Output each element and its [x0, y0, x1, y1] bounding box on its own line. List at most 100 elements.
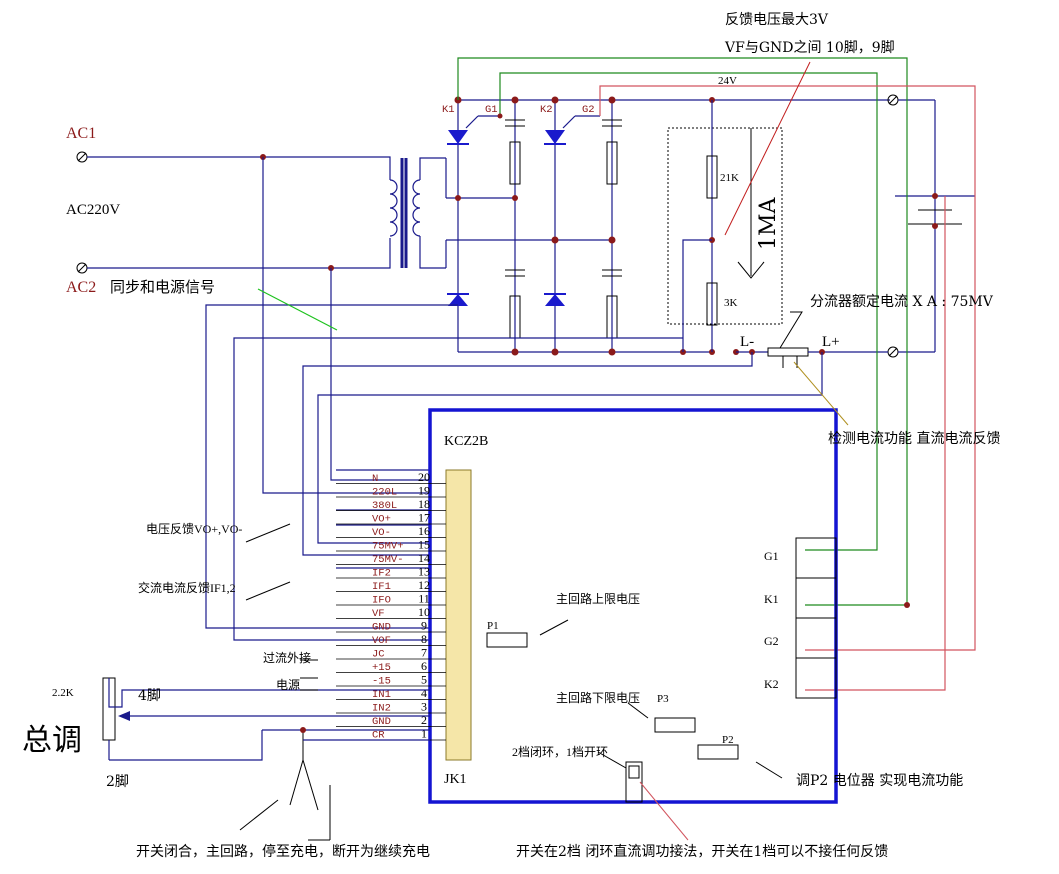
- jk1-pin-row: GND 9: [336, 619, 446, 634]
- jk1-pin-signal: GND: [372, 622, 391, 634]
- resistor-21k: [706, 155, 718, 199]
- leader-lines: [245, 61, 849, 691]
- pin4-label: 4脚: [138, 688, 161, 704]
- jk1-pin-number: 2: [421, 713, 427, 727]
- r21k-label: 21K: [720, 172, 739, 184]
- jk1-pin-number: 15: [418, 538, 430, 552]
- jk1-connector: [445, 469, 472, 761]
- right-pin-g1: G1: [764, 549, 779, 563]
- snubber-resistor-1: [509, 141, 521, 185]
- jk1-pin-row: VO+17: [336, 511, 446, 526]
- lplus-label: L+: [822, 334, 840, 350]
- jk1-pin-number: 16: [418, 524, 430, 538]
- loop-note: 开关在2档 闭环直流调功接法，开关在1档可以不接任何反馈: [516, 843, 888, 860]
- jk1-pin-signal: IFO: [372, 595, 391, 607]
- jk1-pin-number: 4: [421, 686, 427, 700]
- pot-p1[interactable]: [486, 632, 528, 648]
- jk1-pin-signal: IN1: [372, 689, 391, 701]
- jk1-pin-signal: IF2: [372, 568, 391, 580]
- ac220-label: AC220V: [66, 202, 120, 218]
- k2-label: K2: [540, 104, 553, 116]
- jk1-pin-number: 19: [418, 484, 430, 498]
- pot-p2[interactable]: [697, 744, 739, 760]
- transformer-secondary: [412, 179, 421, 237]
- jk1-pin-row: 220L 19: [336, 484, 446, 499]
- p2-label: P2: [722, 734, 734, 746]
- pin2-label: 2脚: [106, 774, 129, 790]
- jk1-pin-number: 20: [418, 470, 430, 484]
- jk1-pin-signal: 75MV+: [372, 541, 404, 553]
- jk1-pin-signal: CR: [372, 730, 385, 742]
- feedback-max-label: 反馈电压最大3V: [725, 12, 829, 28]
- vf-gnd-label: VF与GND之间 10脚，9脚: [724, 40, 895, 56]
- jk1-pin-row: IF2 13: [336, 565, 446, 580]
- jk1-pin-signal: IN2: [372, 703, 391, 715]
- jk1-pin-number: 7: [421, 646, 427, 660]
- jk1-pin-number: 18: [418, 497, 430, 511]
- shunt-rating-label: 分流器额定电流 X A : 75MV: [810, 294, 994, 310]
- feedback-wiring: [205, 304, 823, 641]
- jk1-pin-row: IN2 3: [336, 700, 446, 715]
- ac-input: [76, 151, 446, 494]
- overcurrent-label: 过流外接: [263, 650, 311, 665]
- p2-function-label: 调P2 电位器 实现电流功能: [796, 773, 963, 789]
- jk1-pin-number: 5: [421, 673, 427, 687]
- jk1-pin-row: N 20: [336, 470, 446, 485]
- jk1-pin-signal: VF: [372, 608, 385, 620]
- jk1-pin-number: 13: [418, 565, 430, 579]
- jk1-pin-row: VO- 16: [336, 524, 446, 539]
- jk1-pin-number: 12: [418, 578, 430, 592]
- diode-left: [448, 294, 468, 306]
- transformer-primary: [389, 179, 398, 237]
- snubber-resistor-2: [606, 141, 618, 185]
- if-feedback-label: 交流电流反馈IF1,2: [138, 580, 236, 595]
- jk1-pin-signal: 220L: [372, 487, 397, 499]
- pot-p3[interactable]: [654, 717, 696, 733]
- jk1-pin-signal: N: [372, 473, 378, 485]
- module-name: KCZ2B: [444, 434, 488, 449]
- shunt-resistor: [767, 347, 809, 357]
- jk1-pin-signal: VO+: [372, 514, 391, 526]
- jk1-pin-number: 9: [421, 619, 427, 633]
- jk1-pin-row: VF 10: [336, 605, 446, 620]
- p3-label: P3: [657, 693, 669, 705]
- jk1-pin-row: IF1 12: [336, 578, 446, 593]
- thyristor-k1: [448, 130, 468, 144]
- jk1-pin-signal: +15: [372, 662, 391, 674]
- jk1-pin-signal: VO-: [372, 527, 391, 539]
- jk1-pin-row: IN1 4: [336, 686, 446, 701]
- current-detect-label: 检测电流功能 直流电流反馈: [828, 430, 1000, 447]
- loop-mode-label: 2档闭环，1档开环: [512, 745, 608, 759]
- jk1-pin-number: 3: [421, 700, 427, 714]
- jk1-pin-number: 14: [418, 551, 430, 565]
- jk1-pin-number: 10: [418, 605, 430, 619]
- lower-limit-label: 主回路下限电压: [556, 690, 640, 705]
- vo-feedback-label: 电压反馈VO+,VO-: [146, 522, 242, 536]
- jk1-pin-signal: IF1: [372, 581, 391, 593]
- jk1-pin-signal: 380L: [372, 500, 397, 512]
- v24-label: 24V: [718, 75, 737, 87]
- jk1-pin-row: 75MV+ 15: [336, 538, 446, 553]
- right-pin-g2: G2: [764, 634, 779, 648]
- diode-right: [545, 294, 565, 306]
- jk1-pin-signal: VOF: [372, 635, 391, 647]
- jk1-pin-row: 75MV- 14: [336, 551, 446, 566]
- loop-switch[interactable]: [625, 761, 643, 803]
- sync-label: 同步和电源信号: [110, 278, 215, 296]
- resistor-3k: [706, 282, 718, 326]
- voltage-divider: [667, 100, 783, 352]
- jk1-pin-signal: 75MV-: [372, 554, 404, 566]
- master-control: [102, 677, 430, 841]
- ac1-label: AC1: [66, 125, 96, 142]
- switch-note: 开关闭合，主回路，停至充电，断开为继续充电: [136, 843, 430, 860]
- master-label: 总调: [22, 723, 82, 758]
